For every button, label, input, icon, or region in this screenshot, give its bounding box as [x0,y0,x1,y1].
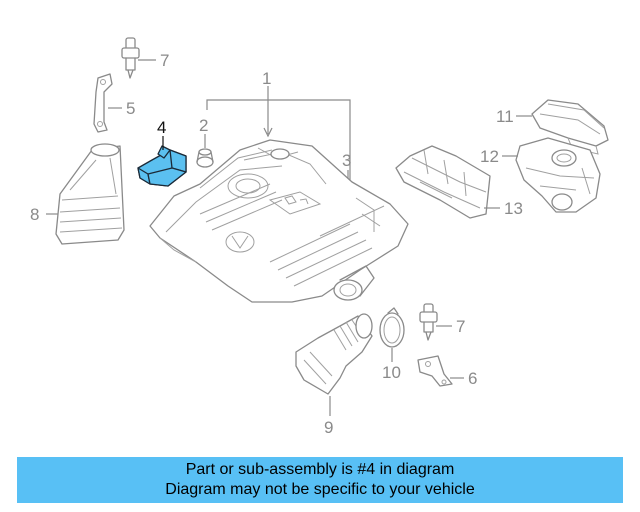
callout-7-top: 7 [160,51,169,70]
callout-9: 9 [324,418,333,437]
callout-11: 11 [496,107,514,126]
callout-13: 13 [504,199,523,218]
part-5-bracket [93,73,113,133]
callout-10: 10 [382,363,401,382]
part-4-highlighted [137,145,187,187]
callout-1: 1 [262,69,271,88]
part-2-grommet [196,148,214,168]
callout-5: 5 [126,99,135,118]
callout-12: 12 [480,147,499,166]
info-banner: Part or sub-assembly is #4 in diagram Di… [17,457,623,503]
callout-2: 2 [199,116,208,135]
part-7-top-sensor [121,37,140,79]
engine-cover [149,139,409,303]
part-8-intake-duct [55,143,125,245]
part-12-housing [515,137,601,213]
callout-3: 3 [342,151,351,170]
part-7-lower-sensor [419,303,438,341]
callout-7-lower: 7 [456,317,465,336]
part-11-cover [531,99,609,155]
cover-outlet [333,265,375,301]
part-9-intake-hose [295,313,373,395]
banner-line-part: Part or sub-assembly is #4 in diagram [185,461,455,478]
parts-diagram: 7 5 8 4 2 1 3 [30,37,609,437]
callout-8: 8 [30,205,39,224]
part-6-bracket [417,355,453,387]
callout-4: 4 [157,118,166,137]
part-13-duct [395,145,491,219]
banner-line-disclaimer: Diagram may not be specific to your vehi… [165,481,475,498]
part-10-clamp [379,307,405,348]
callout-6: 6 [468,369,477,388]
